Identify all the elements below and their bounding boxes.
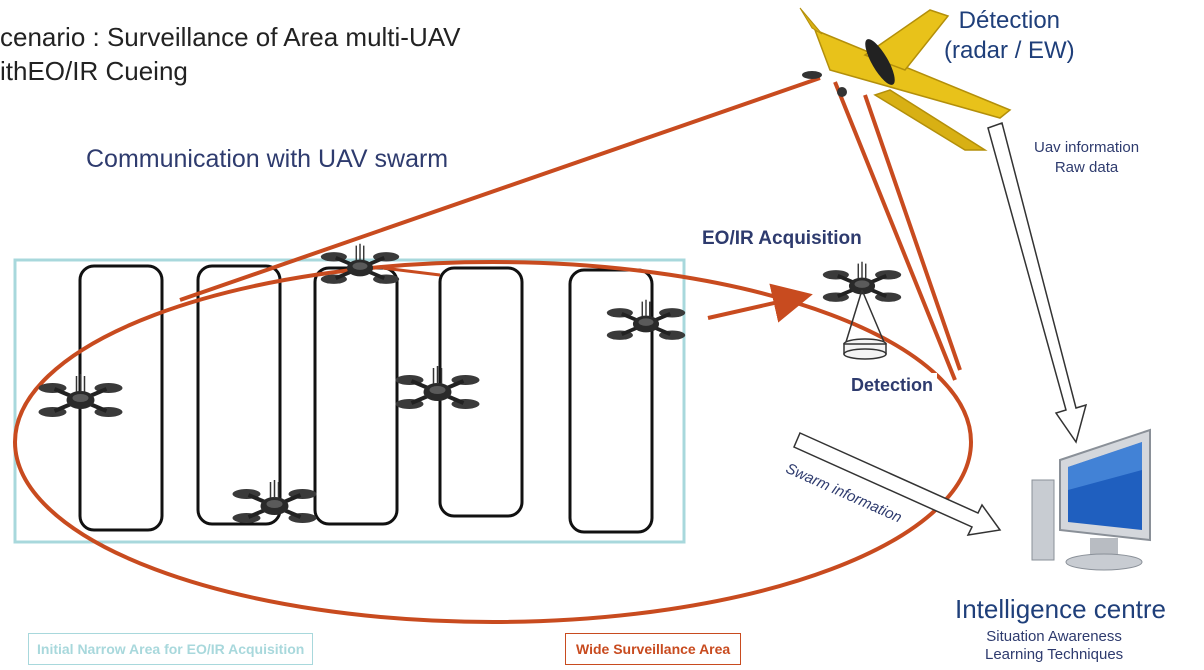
detection-line-2 bbox=[863, 94, 962, 371]
intelligence-centre-title: Intelligence centre bbox=[955, 594, 1167, 624]
quadcopter-icon bbox=[823, 262, 901, 302]
fixed-wing-uav-icon bbox=[799, 7, 1012, 151]
narrow-area-rect bbox=[13, 258, 686, 544]
comm-line bbox=[179, 76, 821, 302]
legend-wide-area: Wide Surveillance Area bbox=[565, 633, 742, 665]
intelligence-line-1: Situation Awareness bbox=[986, 628, 1122, 645]
quadcopter-icon bbox=[321, 244, 399, 284]
uav-information-label: Uav information Raw data bbox=[1034, 138, 1139, 178]
link-line bbox=[382, 266, 441, 277]
search-lane-4 bbox=[438, 266, 524, 518]
search-lane-2 bbox=[196, 264, 282, 526]
scenario-title: cenario : Surveillance of Area multi-UAV… bbox=[0, 20, 461, 88]
quadcopter-icon bbox=[396, 366, 480, 409]
quadcopter-icon bbox=[607, 300, 685, 340]
top-detection-line-2: (radar / EW) bbox=[944, 37, 1075, 64]
search-lane-5 bbox=[568, 268, 654, 534]
intelligence-centre-subtitle: Situation Awareness Learning Techniques bbox=[985, 628, 1123, 664]
detection-label: Detection bbox=[847, 373, 938, 398]
legend-narrow-area: Initial Narrow Area for EO/IR Acquisitio… bbox=[28, 633, 314, 665]
top-detection-line-1: Détection bbox=[958, 7, 1061, 34]
uav-info-line-2: Raw data bbox=[1054, 159, 1119, 176]
communication-label: Communication with UAV swarm bbox=[86, 145, 449, 173]
computer-icon bbox=[1031, 428, 1151, 571]
top-detection-label: Détection (radar / EW) bbox=[944, 6, 1075, 66]
detection-line-1 bbox=[833, 81, 957, 381]
eoir-acquisition-label: EO/IR Acquisition bbox=[698, 226, 866, 252]
uav-info-arrow bbox=[987, 122, 1088, 444]
swarm-info-arrow bbox=[793, 432, 1002, 536]
quadcopter-icon bbox=[233, 480, 317, 523]
intelligence-line-2: Learning Techniques bbox=[985, 646, 1124, 663]
search-lane-3 bbox=[313, 266, 399, 526]
scenario-line-1: cenario : Surveillance of Area multi-UAV bbox=[0, 22, 461, 52]
uav-info-line-1: Uav information bbox=[1034, 139, 1140, 156]
sensor-cone-icon bbox=[843, 289, 887, 360]
wide-area-ellipse bbox=[13, 260, 973, 624]
scenario-line-2: ithEO/IR Cueing bbox=[0, 56, 188, 86]
swarm-to-acq-arrow bbox=[707, 283, 813, 323]
